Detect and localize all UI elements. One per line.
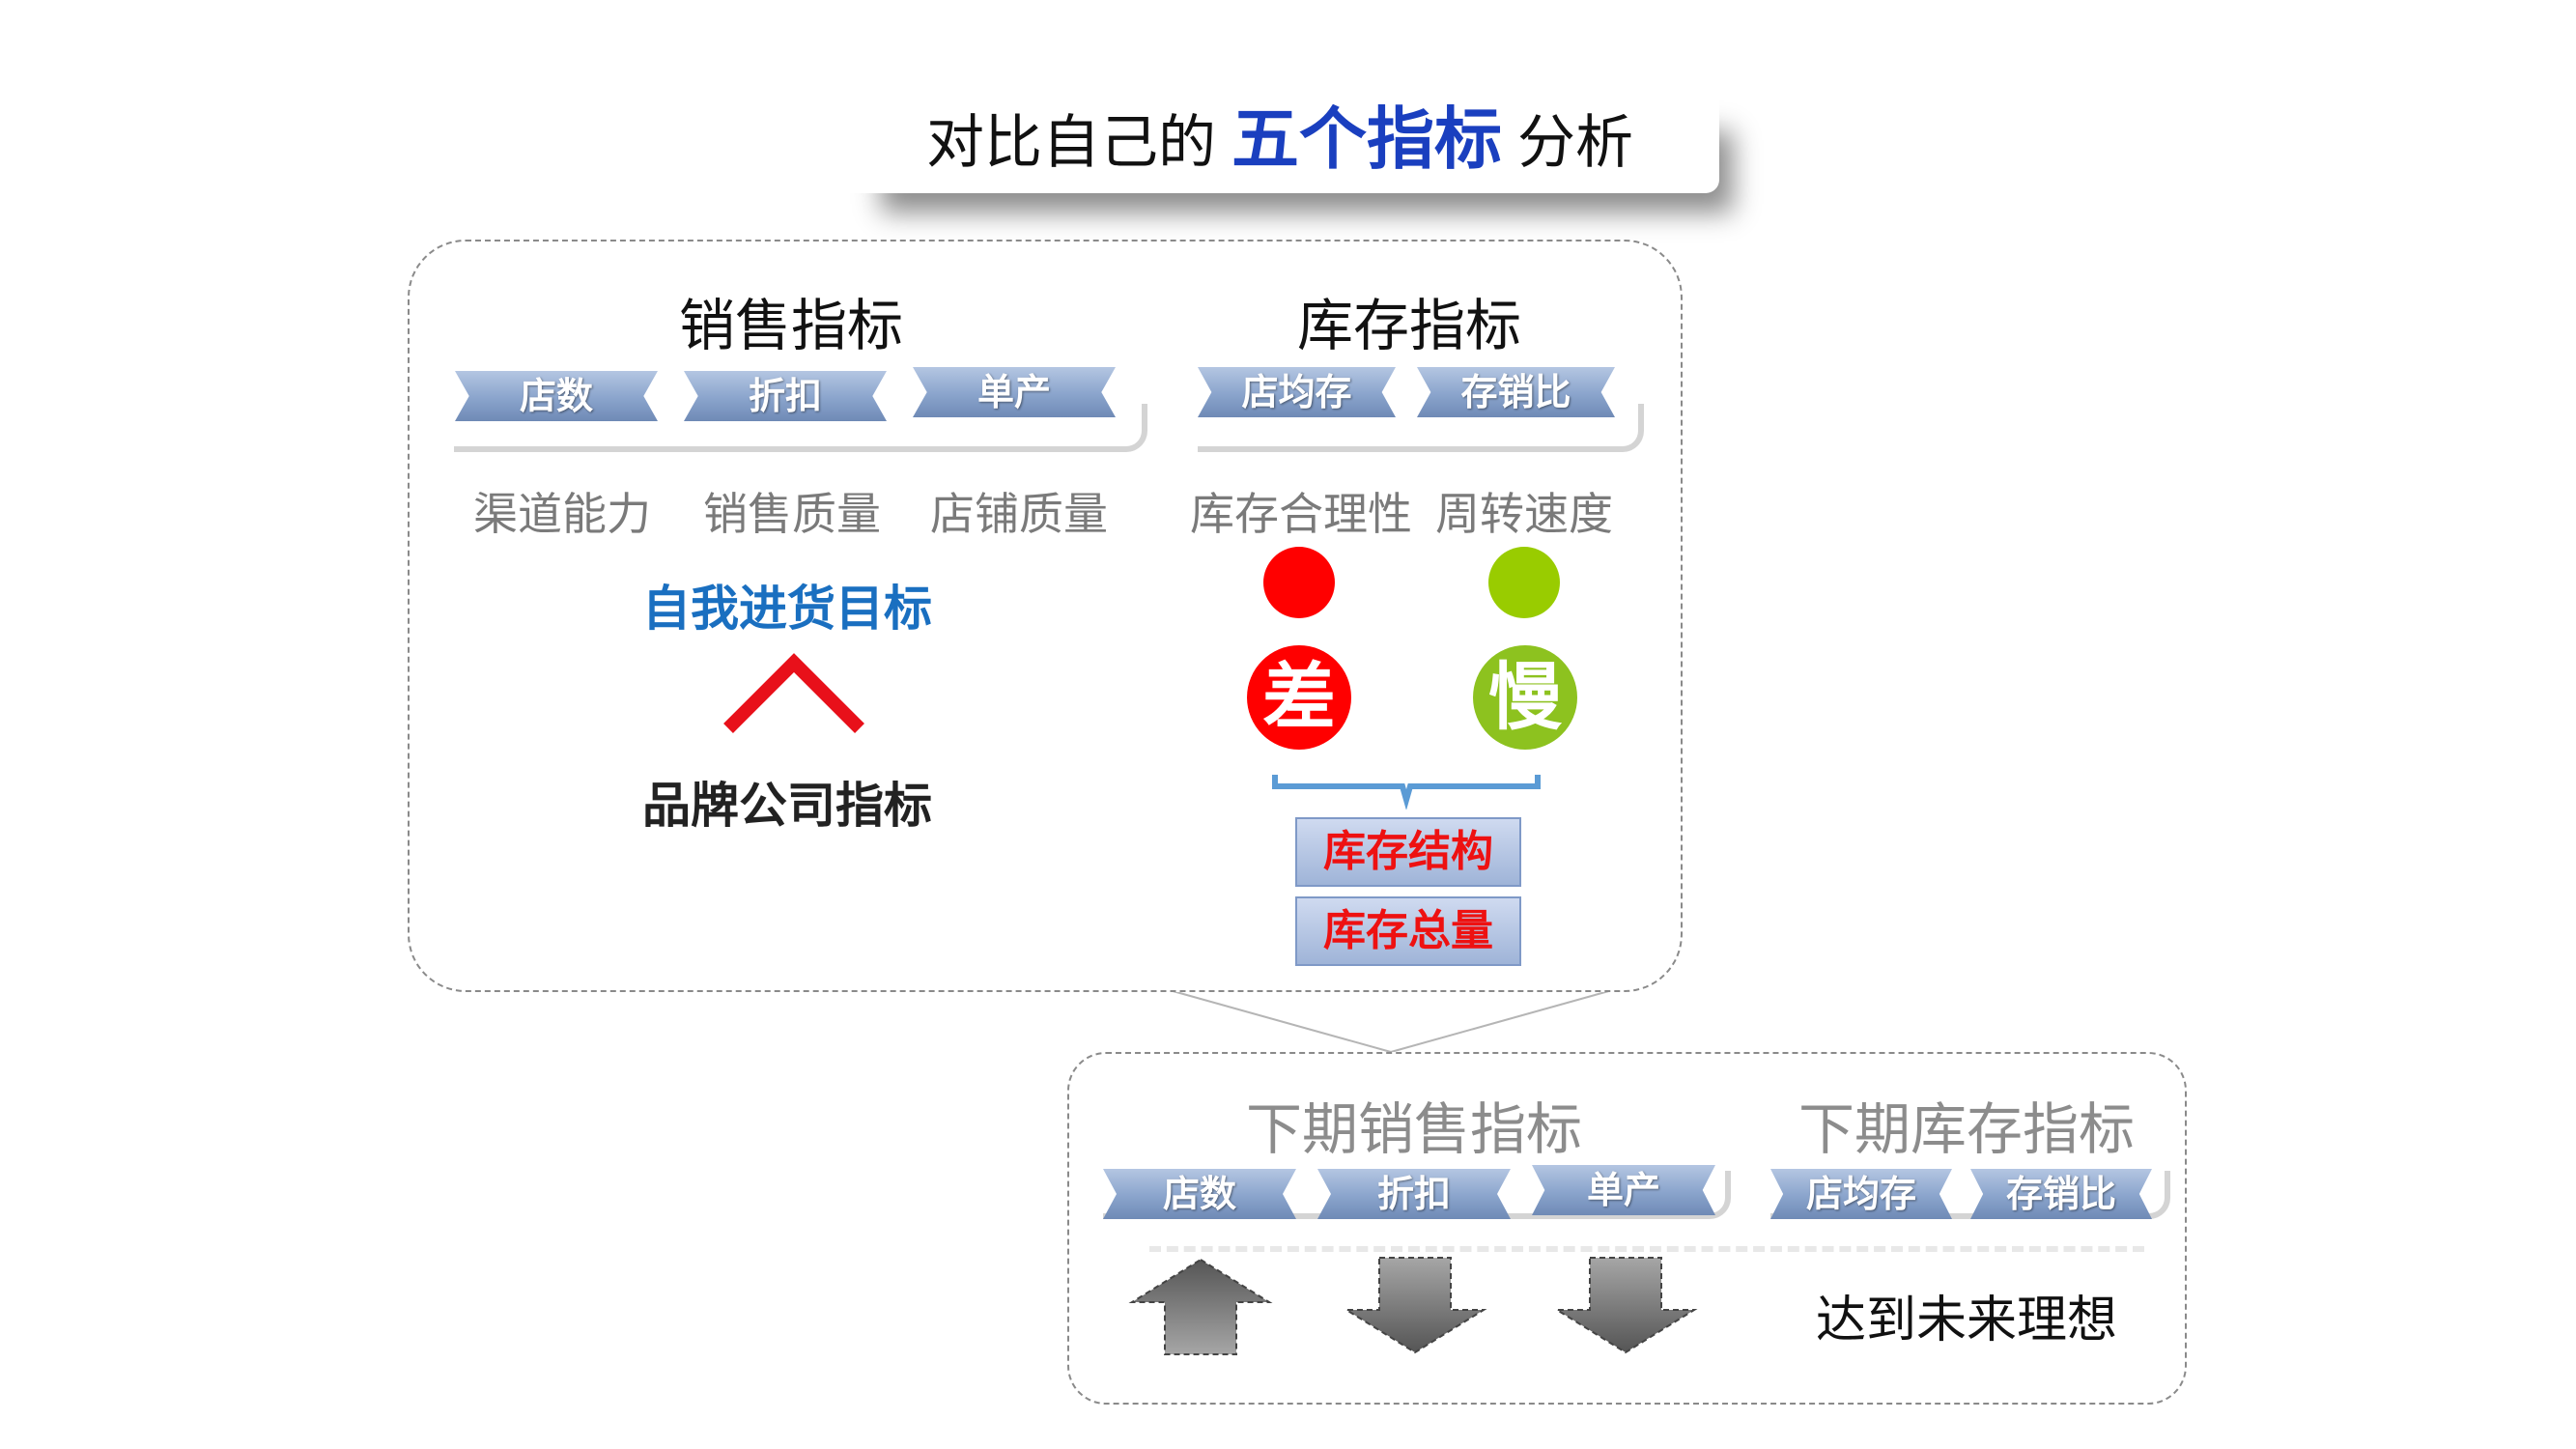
title-prefix: 对比自己的: [926, 109, 1216, 177]
inventory-indicators-title: 库存指标: [1297, 293, 1522, 358]
brace-icon: [1272, 775, 1541, 810]
arrow-up-icon: [1128, 1258, 1273, 1355]
status-poor-badge: 差: [1247, 645, 1351, 750]
tag-store-count: 店数: [455, 371, 658, 421]
tag-stock-sales-ratio: 存销比: [1417, 367, 1615, 417]
caret-up-icon: [723, 653, 864, 733]
arrow-down-icon: [1343, 1257, 1487, 1354]
label-sales-quality: 销售质量: [703, 488, 881, 540]
title-highlight: 五个指标: [1231, 99, 1502, 179]
label-inventory-reasonableness: 库存合理性: [1190, 488, 1412, 540]
tag-discount: 折扣: [684, 371, 887, 421]
next-tag-avg-store-inventory: 店均存: [1770, 1169, 1952, 1219]
tag-avg-store-inventory: 店均存: [1198, 367, 1396, 417]
inventory-total-box: 库存总量: [1295, 896, 1521, 966]
next-tag-stock-sales-ratio: 存销比: [1970, 1169, 2152, 1219]
page-title: 对比自己的五个指标分析: [840, 85, 1719, 193]
self-purchase-target: 自我进货目标: [642, 581, 932, 637]
status-slow-badge: 慢: [1473, 645, 1577, 750]
label-turnover-speed: 周转速度: [1435, 488, 1613, 540]
tag-unit-output: 单产: [913, 367, 1116, 417]
title-box: 对比自己的五个指标分析: [840, 85, 1719, 193]
next-tag-discount: 折扣: [1317, 1169, 1511, 1219]
brand-company-indicator: 品牌公司指标: [642, 778, 932, 834]
inventory-structure-box: 库存结构: [1295, 817, 1521, 887]
ideal-goal-text: 达到未来理想: [1816, 1292, 2118, 1350]
sales-tags-shadow: [454, 404, 1147, 452]
inventory-tags-shadow: [1198, 404, 1644, 452]
red-status-dot: [1263, 547, 1335, 618]
next-tag-unit-output: 单产: [1532, 1165, 1715, 1215]
arrow-down-icon: [1553, 1257, 1698, 1354]
next-tag-store-count: 店数: [1103, 1169, 1296, 1219]
dashed-divider: [1149, 1246, 2144, 1252]
next-inventory-indicators-title: 下期库存指标: [1798, 1096, 2136, 1162]
next-sales-indicators-title: 下期销售指标: [1246, 1096, 1583, 1162]
label-store-quality: 店铺质量: [930, 488, 1108, 540]
sales-indicators-title: 销售指标: [679, 293, 904, 358]
next-inventory-tags-shadow: [1770, 1171, 2170, 1219]
label-channel-capability: 渠道能力: [473, 488, 651, 540]
title-suffix: 分析: [1517, 109, 1633, 177]
green-status-dot: [1488, 547, 1560, 618]
